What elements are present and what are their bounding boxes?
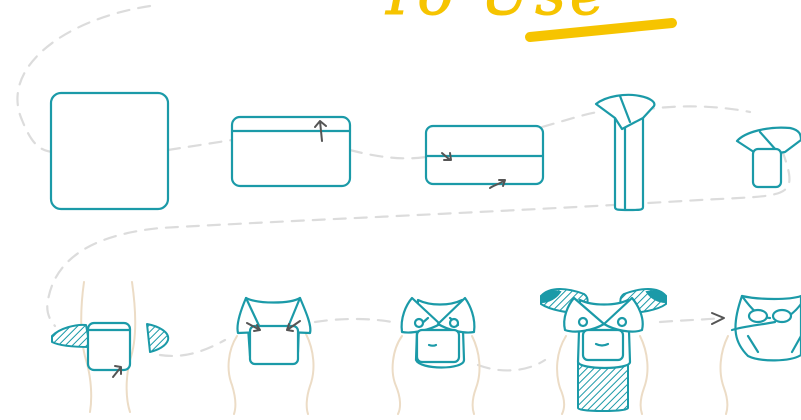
heading: To Use xyxy=(378,0,672,37)
step-6-place-under-baby-icon xyxy=(52,282,168,412)
step-5-pad-in-wrap-icon xyxy=(737,128,801,187)
step-7-fold-wings-in-icon xyxy=(229,298,314,414)
step-1-flat-cloth-icon xyxy=(51,93,168,209)
step-2-fold-top-down-icon xyxy=(232,117,350,186)
step-10-finished-diaper-icon xyxy=(721,296,801,414)
step-8-fasten-front-icon xyxy=(393,298,480,414)
step-4-pad-fold-icon xyxy=(596,95,654,210)
step-3-fold-bottom-up-icon xyxy=(426,126,543,188)
step-9-cover-wrap-icon xyxy=(541,289,666,414)
heading-text: To Use xyxy=(378,0,609,29)
